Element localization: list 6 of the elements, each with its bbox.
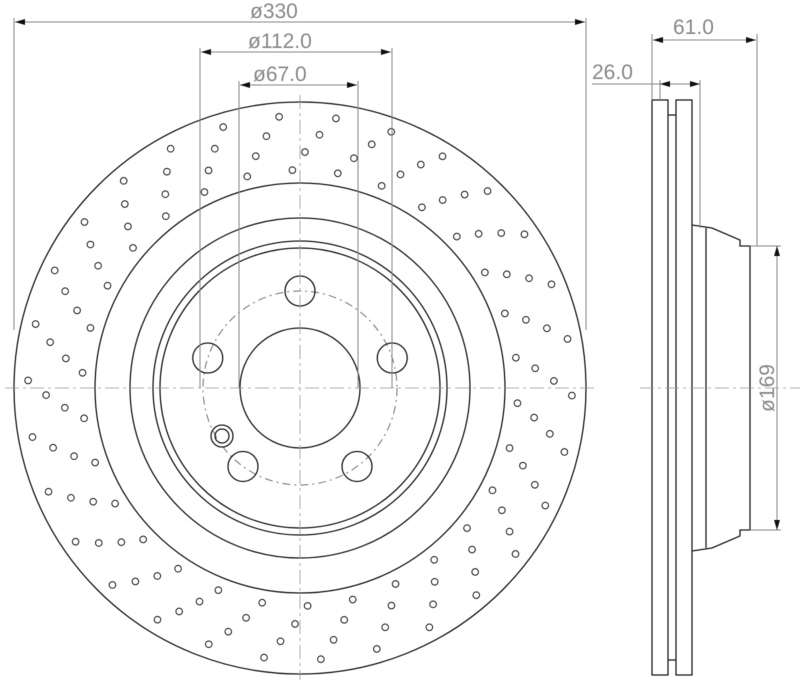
- dimension-label: 26.0: [592, 62, 633, 84]
- dimension-label: 61.0: [673, 17, 714, 39]
- dimension-label: ø67.0: [253, 64, 307, 86]
- dimension-label: ø112.0: [248, 31, 312, 53]
- dimension-label: ø330: [250, 1, 298, 23]
- dimension-label: ø169: [757, 364, 779, 412]
